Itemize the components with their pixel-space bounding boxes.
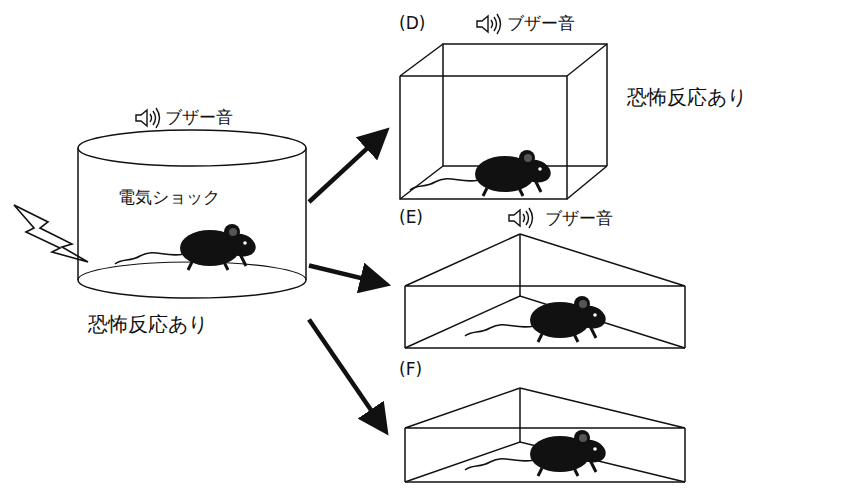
test-chamber: (F) (395, 360, 695, 488)
cylinder-side (305, 148, 307, 280)
prism-edge (684, 286, 686, 348)
prism-edge (519, 388, 521, 442)
chamber-outline (395, 208, 695, 354)
fear-response-label: 恐怖反応あり (627, 86, 747, 108)
chamber-outline (70, 108, 315, 343)
lightning-bolt (14, 205, 88, 262)
shock-label: 電気ショック (118, 188, 220, 207)
prism-edge (404, 428, 406, 482)
panel-letter: (D) (399, 14, 425, 33)
chamber-outline (395, 14, 755, 204)
box-front (400, 76, 567, 199)
prism-floor (405, 481, 685, 483)
box-edge (400, 44, 443, 76)
prism-edge (519, 234, 521, 296)
test-chamber: (D) ブザー音恐怖反応あり (395, 14, 755, 204)
cylinder-top (78, 130, 306, 166)
prism-floor (405, 347, 685, 349)
test-chamber: (E) ブザー音 (395, 208, 695, 354)
buzzer-icon (509, 208, 533, 228)
mouse-figure (465, 430, 608, 476)
buzzer-label: ブザー音 (165, 108, 233, 127)
box-edge (567, 166, 607, 199)
mouse-figure (465, 296, 608, 342)
prism-top (405, 234, 685, 286)
fear-response-label: 恐怖反応あり (88, 313, 208, 335)
chamber-outline (395, 360, 695, 488)
conditioning-chamber: ブザー音電気ショック恐怖反応あり (70, 108, 315, 343)
prism-top (405, 388, 685, 428)
buzzer-icon (477, 14, 501, 34)
cylinder-side (77, 148, 79, 280)
mouse-figure (410, 150, 553, 196)
prism-floor (405, 296, 685, 348)
panel-letter: (E) (399, 208, 423, 227)
box-edge (567, 44, 607, 76)
cylinder-bottom (78, 280, 306, 298)
panel-letter: (F) (399, 360, 422, 379)
flow-arrow (309, 132, 385, 202)
buzzer-icon (136, 108, 160, 128)
mouse-figure (115, 224, 258, 270)
prism-edge (404, 286, 406, 348)
box-edge (400, 166, 443, 199)
flow-arrow (309, 265, 385, 283)
buzzer-label: ブザー音 (507, 14, 575, 33)
flow-arrow (309, 320, 385, 431)
prism-edge (684, 428, 686, 482)
box-back (443, 44, 607, 166)
buzzer-label: ブザー音 (545, 209, 613, 228)
